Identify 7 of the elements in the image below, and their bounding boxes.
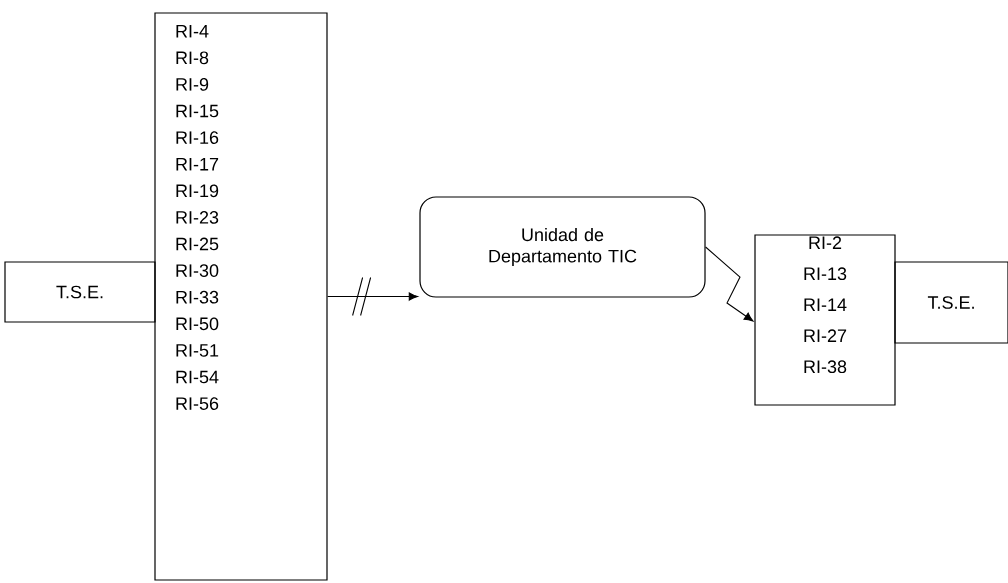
label-box: T.S.E.: [894, 261, 1008, 344]
requirements-box: RI-2 RI-13 RI-14 RI-27 RI-38: [754, 234, 896, 406]
arrow: [327, 276, 419, 317]
requirements-box: RI-4 RI-8 RI-9 RI-15 RI-16 RI-17 RI-19 RI-23 RI-25 RI-30 RI-33 RI-50 RI-51 RI-54 RI-56: [154, 12, 328, 581]
process-box: Unidad de Departamento TIC: [419, 196, 706, 298]
label-box: T.S.E.: [4, 261, 156, 323]
arrow: [705, 246, 754, 322]
